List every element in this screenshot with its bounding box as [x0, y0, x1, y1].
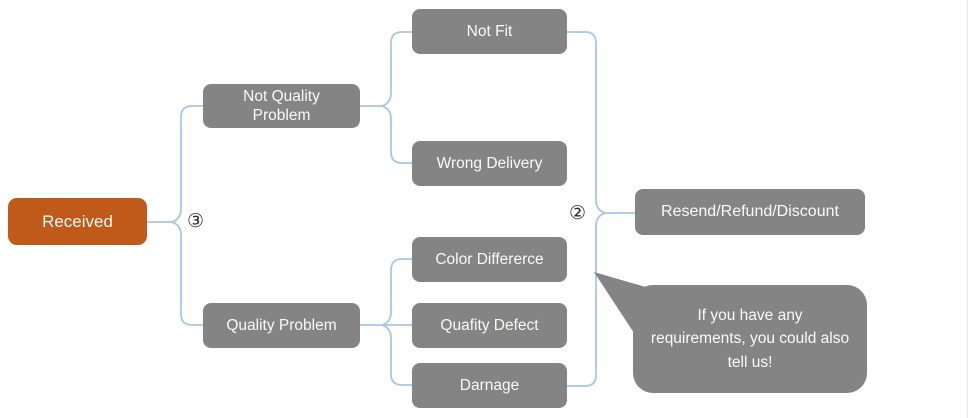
callout-bubble: If you have any requirements, you could …: [633, 285, 867, 393]
node-resend-refund-discount: Resend/Refund/Discount: [635, 189, 865, 235]
callout-text: If you have any requirements, you could …: [650, 307, 850, 371]
node-quality-defect: Quafity Defect: [412, 303, 567, 348]
node-quality-problem: Quality Problem: [203, 303, 360, 348]
bracket-not-quality-children: [381, 31, 413, 164]
marker-circled-2: ②: [569, 203, 587, 224]
node-not-fit: Not Fit: [412, 9, 567, 54]
node-not-quality-problem: Not Quality Problem: [203, 84, 360, 128]
node-received: Received: [8, 198, 147, 245]
node-color-difference: Color Differerce: [412, 237, 567, 282]
bracket-quality-children: [381, 258, 413, 386]
node-wrong-delivery: Wrong Delivery: [412, 141, 567, 186]
node-damage: Darnage: [412, 363, 567, 408]
marker-circled-3: ③: [187, 211, 205, 232]
slide-edge-line: [967, 0, 968, 418]
